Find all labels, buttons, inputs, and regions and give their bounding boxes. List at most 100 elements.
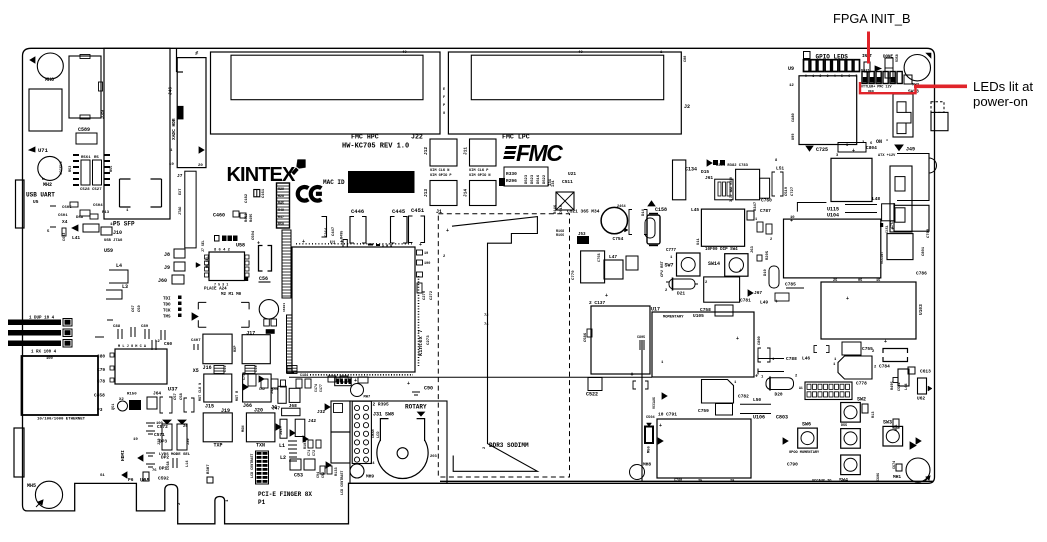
svg-text:J67: J67 <box>754 290 762 296</box>
svg-text:DS8: DS8 <box>76 216 84 220</box>
svg-text:EXT: EXT <box>179 189 183 195</box>
svg-text:Kintex 7: Kintex 7 <box>417 330 424 356</box>
svg-text:C785: C785 <box>785 282 796 288</box>
svg-text:C778: C778 <box>856 381 867 387</box>
svg-text:J8: J8 <box>164 252 170 258</box>
svg-text:D19: D19 <box>764 268 768 276</box>
svg-text:U71: U71 <box>38 147 49 154</box>
svg-text:C804: C804 <box>866 145 877 151</box>
svg-text:C460: C460 <box>213 213 225 219</box>
svg-text:J7: J7 <box>177 173 183 179</box>
svg-text:25: 25 <box>833 279 837 283</box>
svg-text:UIM CLK N: UIM CLK N <box>430 169 449 173</box>
svg-text:C572: C572 <box>157 424 168 430</box>
svg-text:MH2: MH2 <box>43 182 52 188</box>
svg-text:+: + <box>846 296 849 302</box>
svg-text:J32: J32 <box>317 409 325 415</box>
svg-text:C784: C784 <box>879 364 890 370</box>
svg-text:TMS: TMS <box>163 316 171 320</box>
svg-text:VCC5V0: VCC5V0 <box>60 161 64 175</box>
svg-text:R47: R47 <box>278 215 284 219</box>
svg-text:3: 3 <box>846 144 849 148</box>
svg-text:L50: L50 <box>753 397 761 403</box>
svg-text:C748: C748 <box>243 372 247 380</box>
svg-text:MH6: MH6 <box>45 77 54 83</box>
svg-text:UIM GPIO N: UIM GPIO N <box>469 174 491 178</box>
svg-text:J9: J9 <box>164 265 170 271</box>
svg-text:2: 2 <box>178 502 182 505</box>
svg-text:J42: J42 <box>308 418 316 424</box>
svg-text:MGN: MGN <box>242 426 246 432</box>
svg-text:U21: U21 <box>568 171 576 177</box>
svg-text:FMC LPC: FMC LPC <box>502 134 530 141</box>
svg-text:C756: C756 <box>598 253 602 262</box>
svg-text:R133: R133 <box>335 467 339 476</box>
svg-text:J47: J47 <box>272 406 280 412</box>
svg-text:Q51: Q51 <box>112 404 116 410</box>
svg-text:J39: J39 <box>100 110 106 119</box>
svg-text:R495: R495 <box>891 381 895 390</box>
svg-text:R45: R45 <box>278 201 284 205</box>
svg-text:MH8: MH8 <box>643 462 651 468</box>
svg-text:10: 10 <box>790 216 795 220</box>
svg-text:J4: J4 <box>271 405 277 411</box>
svg-text:R29: R29 <box>278 187 284 191</box>
svg-text:L47: L47 <box>609 254 617 260</box>
svg-text:C60: C60 <box>164 341 172 347</box>
svg-text:M L J G H C A: M L J G H C A <box>118 345 147 349</box>
svg-text:C757: C757 <box>890 220 894 228</box>
svg-text:R296: R296 <box>506 178 517 184</box>
svg-text:TDI: TDI <box>163 298 171 302</box>
svg-text:C447: C447 <box>332 226 336 236</box>
svg-text:+: + <box>659 423 662 429</box>
svg-text:L3: L3 <box>122 284 128 290</box>
svg-text:R5: R5 <box>94 156 99 160</box>
svg-text:P3: P3 <box>97 407 103 413</box>
svg-text:X2: X2 <box>119 398 124 402</box>
svg-text:J64: J64 <box>153 391 161 397</box>
svg-text:R493: R493 <box>245 214 249 222</box>
svg-text:1: 1 <box>833 363 836 367</box>
svg-text:3: 3 <box>836 154 839 158</box>
svg-text:C72: C72 <box>313 450 317 456</box>
svg-text:D20: D20 <box>775 392 783 398</box>
svg-text:+: + <box>302 239 305 245</box>
svg-text:C727: C727 <box>791 186 795 196</box>
svg-text:L44: L44 <box>905 383 909 390</box>
svg-text:S1: S1 <box>100 474 105 478</box>
svg-text:100: 100 <box>156 422 164 426</box>
svg-text:U5: U5 <box>33 199 39 205</box>
svg-text:L48: L48 <box>872 196 880 202</box>
svg-text:C445: C445 <box>392 208 406 215</box>
svg-text:+: + <box>755 374 758 380</box>
svg-text:TXP: TXP <box>214 443 223 449</box>
svg-text:CA80: CA80 <box>792 113 796 122</box>
svg-text:SW4: SW4 <box>839 478 848 484</box>
svg-text:+: + <box>419 242 422 248</box>
svg-text:C78: C78 <box>97 379 105 385</box>
svg-text:1: 1 <box>772 358 775 362</box>
svg-text:J53: J53 <box>578 233 586 237</box>
svg-text:UIM GPIO P: UIM GPIO P <box>430 174 452 178</box>
svg-text:C589: C589 <box>78 127 90 133</box>
svg-text:1: 1 <box>170 149 173 153</box>
svg-text:8: 8 <box>775 159 778 163</box>
svg-text:203: 203 <box>430 455 438 459</box>
svg-text:DS23: DS23 <box>531 174 535 184</box>
svg-text:DP2: DP2 <box>161 455 169 461</box>
svg-text:C786: C786 <box>916 271 927 277</box>
svg-text:19: 19 <box>133 438 138 442</box>
svg-text:J29: J29 <box>158 439 162 445</box>
svg-text:PCI-E FINGER 8X: PCI-E FINGER 8X <box>258 491 312 498</box>
svg-text:U59: U59 <box>104 248 113 254</box>
svg-text:MGT R: MGT R <box>236 390 240 401</box>
svg-text:C270: C270 <box>423 290 427 300</box>
svg-text:C151: C151 <box>885 225 889 233</box>
svg-text:C528 C527: C528 C527 <box>80 188 102 192</box>
svg-text:20: 20 <box>198 164 203 168</box>
svg-text:J60: J60 <box>158 278 167 284</box>
svg-text:R495: R495 <box>341 231 345 239</box>
svg-text:C80: C80 <box>97 354 105 360</box>
svg-text:C613: C613 <box>920 369 931 375</box>
svg-text:C790: C790 <box>787 462 798 468</box>
